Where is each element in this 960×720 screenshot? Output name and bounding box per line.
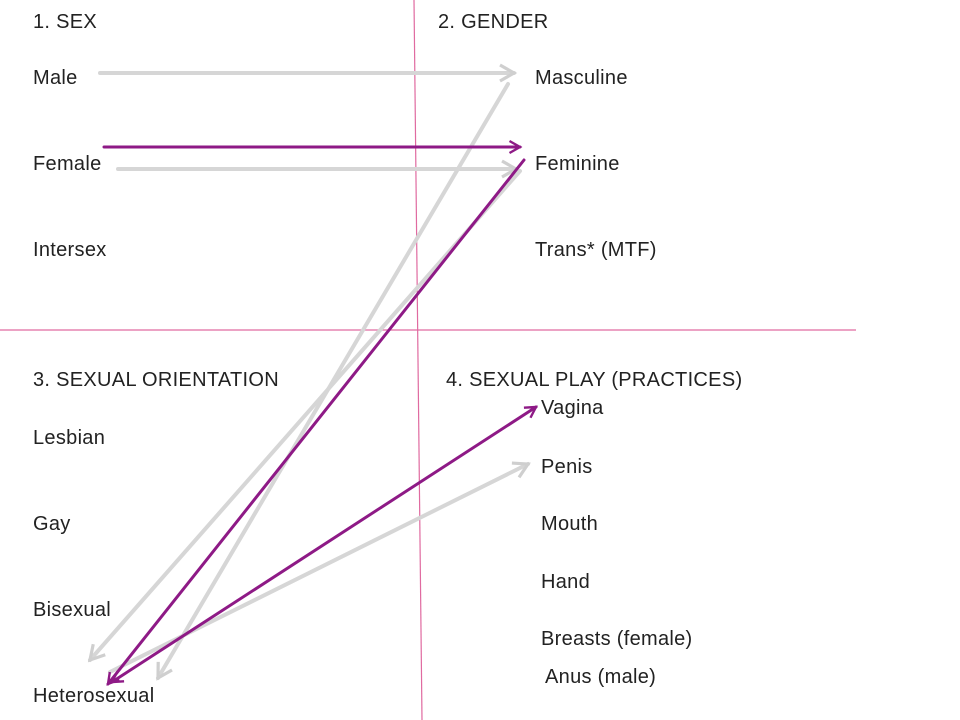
label-male: Male — [33, 67, 78, 89]
label-trans-mtf: Trans* (MTF) — [535, 239, 657, 261]
label-female: Female — [33, 153, 102, 175]
heading-sex: 1. SEX — [33, 11, 98, 33]
label-hand: Hand — [541, 571, 591, 593]
label-bisexual: Bisexual — [33, 599, 111, 621]
label-gay: Gay — [33, 513, 71, 535]
arrow-heterosexual-vagina — [109, 405, 539, 684]
label-vagina: Vagina — [541, 397, 604, 419]
label-mouth: Mouth — [541, 513, 599, 535]
heading-gender: 2. GENDER — [438, 11, 549, 33]
label-feminine: Feminine — [535, 153, 620, 175]
label-penis: Penis — [541, 456, 593, 478]
label-heterosexual: Heterosexual — [33, 685, 155, 707]
arrow-feminine-heterosexual-purple — [106, 158, 526, 686]
label-masculine: Masculine — [535, 67, 628, 89]
label-anus-male: Anus (male) — [545, 666, 657, 688]
label-intersex: Intersex — [33, 239, 107, 261]
vertical-divider — [413, 0, 423, 720]
label-breasts-female: Breasts (female) — [541, 628, 693, 650]
heading-sexual-play: 4. SEXUAL PLAY (PRACTICES) — [446, 369, 743, 391]
label-lesbian: Lesbian — [33, 427, 106, 449]
heading-sexual-orientation: 3. SEXUAL ORIENTATION — [33, 369, 279, 391]
